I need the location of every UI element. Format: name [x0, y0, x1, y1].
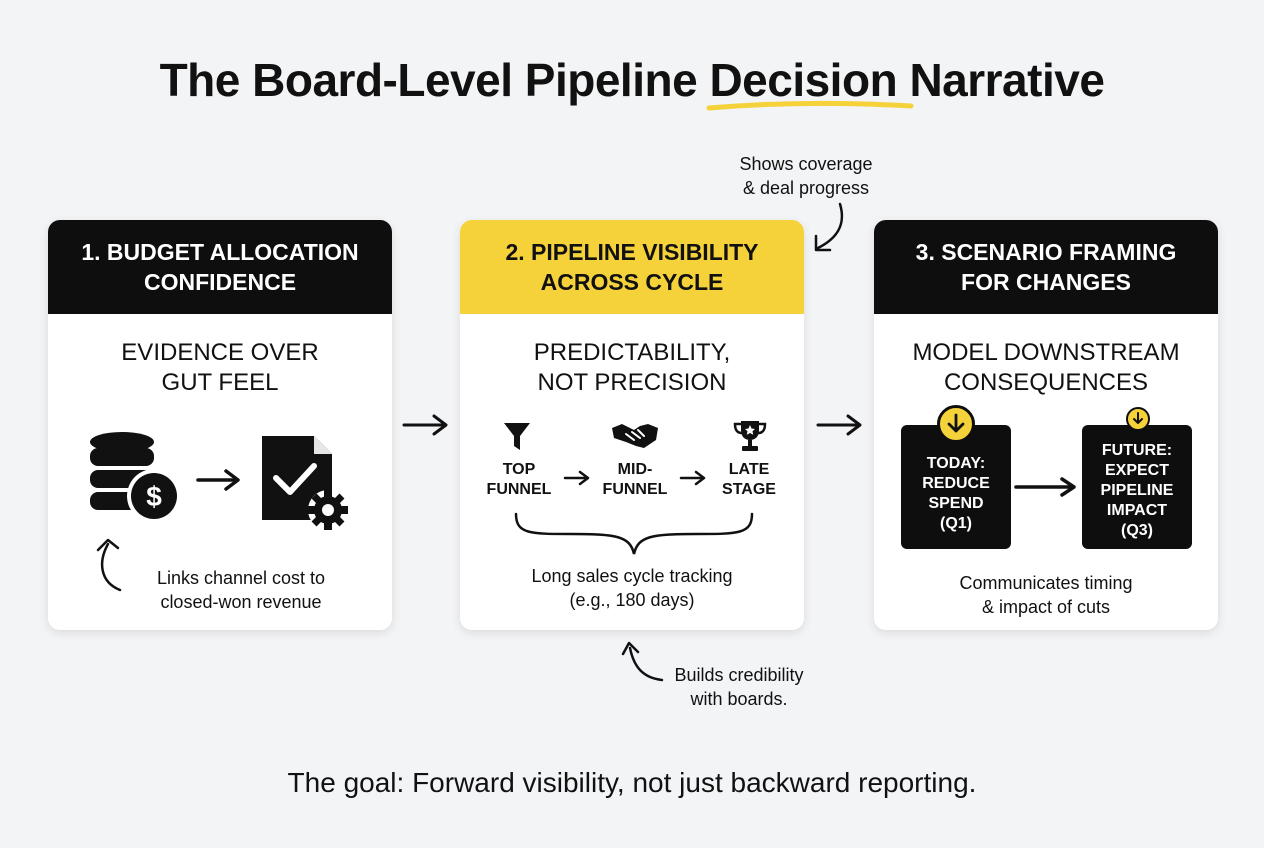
database-dollar-icon: $	[90, 432, 181, 523]
today-box: TODAY: REDUCE SPEND (Q1)	[901, 425, 1011, 549]
highlight-underline	[706, 100, 914, 111]
curved-arrow-up-icon	[621, 641, 664, 682]
arrow-right-icon	[196, 469, 240, 491]
footer-goal: The goal: Forward visibility, not just b…	[287, 767, 977, 798]
stage-late-stage: LATE STAGE	[722, 461, 776, 498]
svg-text:$: $	[146, 481, 162, 512]
title-before: The Board-Level Pipeline	[159, 54, 710, 106]
stage-arrow-icon	[563, 470, 590, 486]
stage-top-funnel: TOP FUNNEL	[486, 461, 552, 498]
down-arrow-badge-icon	[1126, 407, 1150, 431]
funnel-icon	[504, 423, 530, 450]
card-subtitle: MODEL DOWNSTREAM CONSEQUENCES	[912, 339, 1180, 396]
document-check-gear-icon	[262, 436, 348, 530]
future-box: FUTURE: EXPECT PIPELINE IMPACT (Q3)	[1082, 425, 1192, 549]
card-subtitle: EVIDENCE OVER GUT FEEL	[121, 339, 319, 396]
card-note: Long sales cycle tracking (e.g., 180 day…	[531, 566, 733, 610]
card-note: Communicates timing & impact of cuts	[959, 573, 1133, 617]
annotation-credibility: Builds credibility with boards.	[674, 665, 804, 709]
connector-arrow-icon	[816, 414, 862, 436]
card-heading: 3. SCENARIO FRAMING FOR CHANGES	[874, 220, 1218, 314]
down-arrow-badge-icon	[937, 405, 975, 443]
title-highlight-text: Decision	[709, 54, 898, 106]
annotation-coverage: Shows coverage & deal progress	[739, 154, 873, 198]
card-heading: 2. PIPELINE VISIBILITY ACROSS CYCLE	[460, 220, 804, 314]
card-scenario-framing: 3. SCENARIO FRAMING FOR CHANGES MODEL DO…	[874, 220, 1218, 630]
arrow-right-icon	[1014, 477, 1076, 497]
card-budget-allocation: 1. BUDGET ALLOCATION CONFIDENCE EVIDENCE…	[48, 220, 392, 630]
page-title: The Board-Level Pipeline Decision Narrat…	[0, 52, 1264, 111]
curved-arrow-icon	[814, 202, 844, 252]
card-heading: 1. BUDGET ALLOCATION CONFIDENCE	[48, 220, 392, 314]
connector-arrow-icon	[402, 414, 448, 436]
curved-arrow-up-icon	[96, 538, 122, 592]
stage-mid-funnel: MID- FUNNEL	[602, 461, 668, 498]
curly-brace	[514, 512, 754, 555]
title-highlight: Decision	[706, 52, 914, 111]
card-note: Links channel cost to closed-won revenue	[156, 568, 326, 612]
stage-arrow-icon	[679, 470, 706, 486]
title-after: Narrative	[897, 54, 1105, 106]
trophy-icon	[733, 421, 767, 451]
card-subtitle: PREDICTABILITY, NOT PRECISION	[533, 339, 731, 396]
card-pipeline-visibility: 2. PIPELINE VISIBILITY ACROSS CYCLE PRED…	[460, 220, 804, 630]
handshake-icon	[612, 424, 658, 448]
